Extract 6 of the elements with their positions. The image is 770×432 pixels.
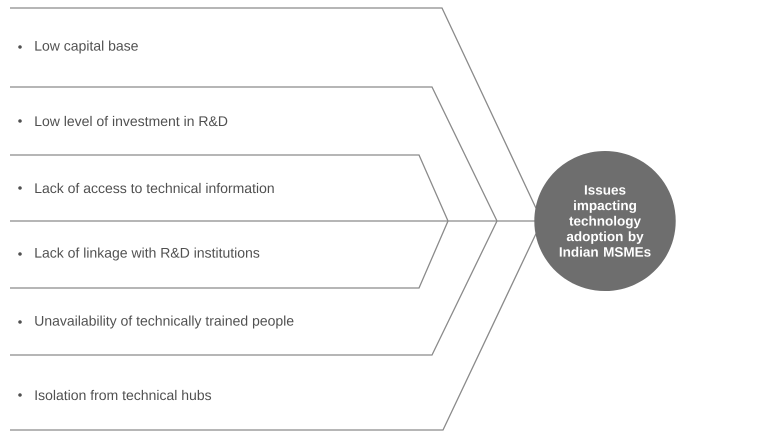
list-item: Low capital base [35,40,138,54]
list-item: Lack of access to technical information [35,182,274,194]
list-item: Unavailability of technically trained people [35,315,294,329]
list-item: Isolation from technical hubs [36,390,212,400]
list-item: Low level of investment in R&D [35,116,228,126]
list-item: Lack of linkage with R&D institutions [35,247,260,261]
